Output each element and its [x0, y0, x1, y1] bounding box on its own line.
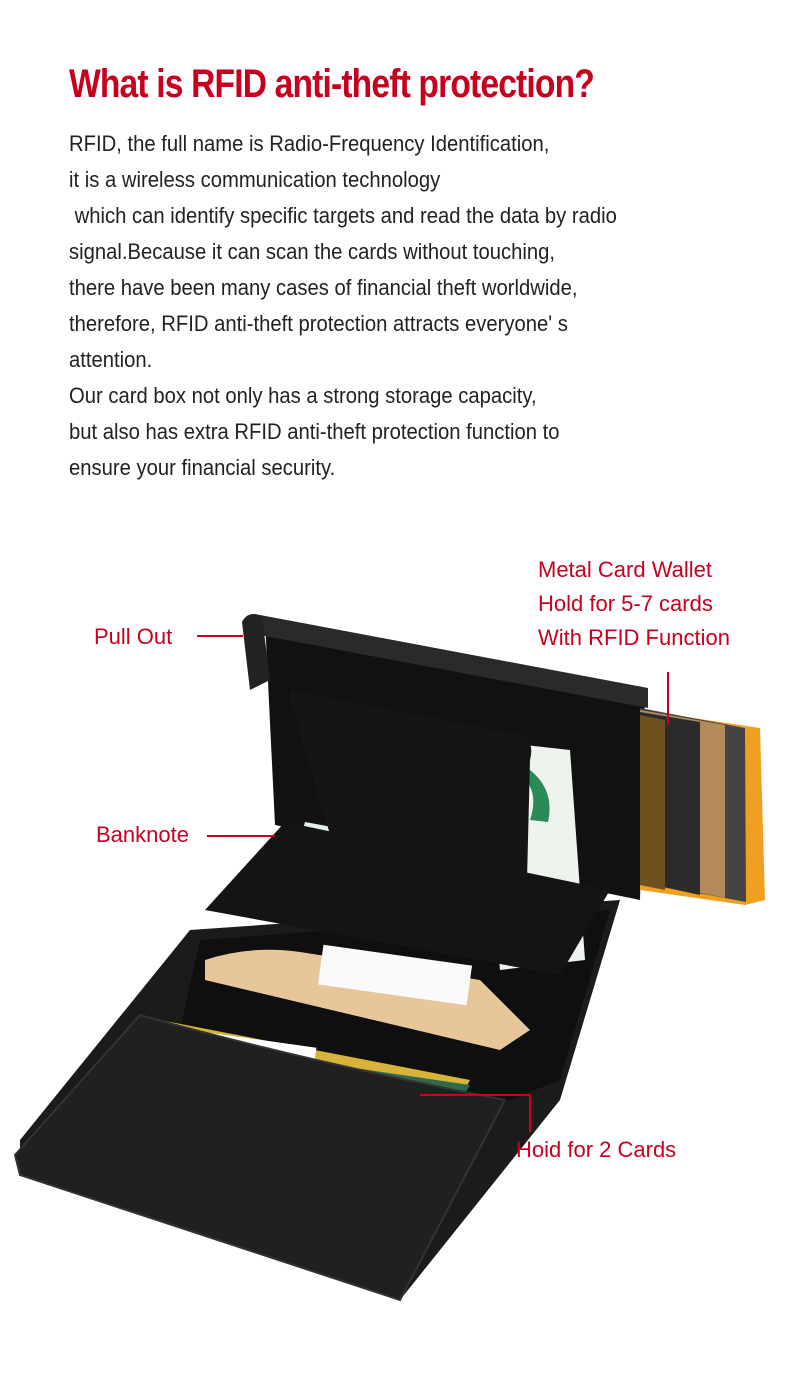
callout-two-cards-line-h	[420, 1094, 531, 1096]
card-label	[317, 944, 473, 1006]
description-line: ensure your financial security.	[69, 455, 336, 480]
description-line: it is a wireless communication technolog…	[69, 167, 441, 192]
description-line: Our card box not only has a strong stora…	[69, 383, 537, 408]
metal-case-top	[260, 615, 648, 708]
patterned-card	[640, 715, 665, 890]
page-title: What is RFID anti-theft protection?	[69, 62, 595, 106]
wallet-product-image	[13, 614, 765, 1302]
front-pocket	[13, 1013, 507, 1302]
description-line: RFID, the full name is Radio-Frequency I…	[69, 131, 550, 156]
description-line: therefore, RFID anti-theft protection at…	[69, 311, 568, 336]
callout-pull-out: Pull Out	[94, 624, 173, 649]
callout-pull-out-line	[197, 635, 243, 637]
description-line: signal.Because it can scan the cards wit…	[69, 239, 556, 264]
banknote-clip-plate	[205, 822, 610, 975]
callout-metal-wallet-line2: Hold for 5-7 cards	[538, 591, 713, 616]
description-line: but also has extra RFID anti-theft prote…	[69, 419, 560, 444]
callout-two-cards-line-v	[529, 1094, 531, 1132]
tan-card	[205, 949, 530, 1050]
description-line: there have been many cases of financial …	[69, 275, 578, 300]
description: RFID, the full name is Radio-Frequency I…	[69, 126, 769, 486]
callout-two-cards: Hoid for 2 Cards	[516, 1137, 677, 1162]
description-line: attention.	[69, 347, 153, 372]
callout-metal-wallet-line1: Metal Card Wallet	[538, 557, 713, 582]
callout-metal-wallet-line3: With RFID Function	[538, 625, 730, 650]
banknote-print	[520, 770, 550, 822]
callout-banknote: Banknote	[96, 822, 189, 847]
pull-out-lever	[242, 614, 270, 690]
callout-metal-wallet-pointer	[667, 672, 669, 724]
description-line: which can identify specific targets and …	[69, 203, 617, 228]
callout-banknote-line	[207, 835, 275, 837]
